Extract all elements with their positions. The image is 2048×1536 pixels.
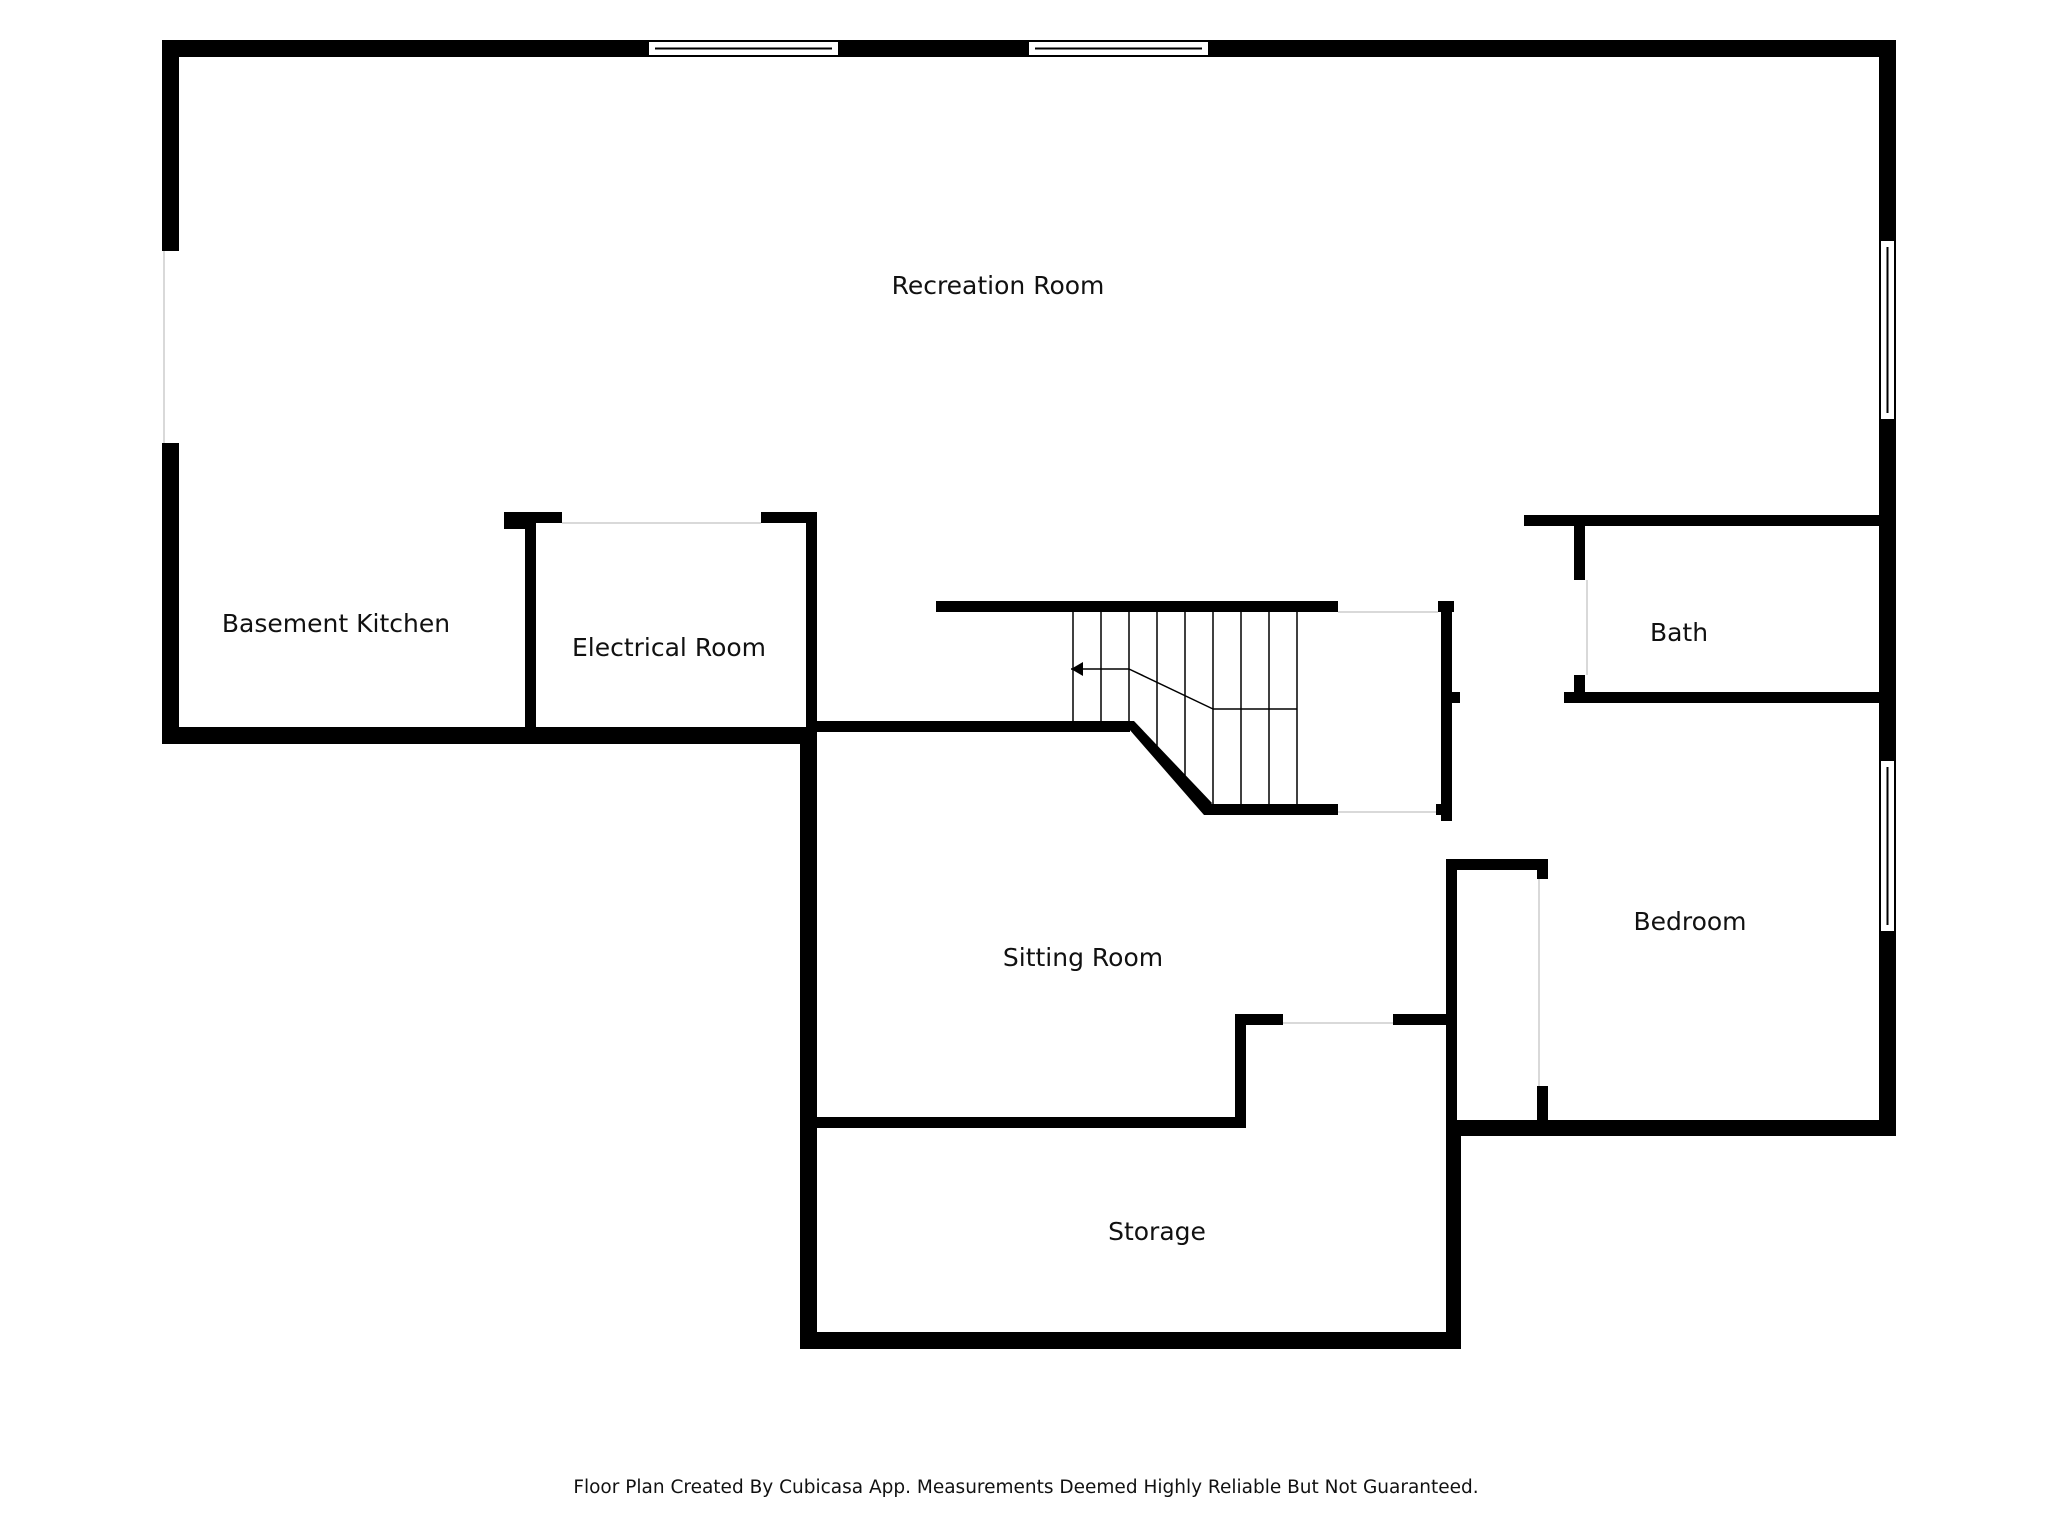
wall-stair-diagonal xyxy=(1122,721,1212,815)
wall-bath-bottom xyxy=(1564,692,1896,703)
wall-stair-top xyxy=(936,601,1338,612)
stair-treads xyxy=(1072,612,1298,806)
windows xyxy=(647,40,1896,933)
wall-right-3 xyxy=(1879,932,1896,1135)
room-label-kitchen: Basement Kitchen xyxy=(222,609,450,638)
wall-left-upper xyxy=(162,40,179,251)
room-label-electrical: Electrical Room xyxy=(572,633,766,662)
window-right-lower xyxy=(1879,759,1896,933)
wall-closet-east-lower xyxy=(1537,1086,1548,1128)
stairwell xyxy=(817,601,1460,821)
bath-walls xyxy=(1524,515,1896,703)
room-label-bedroom: Bedroom xyxy=(1633,907,1746,936)
room-label-bath: Bath xyxy=(1650,618,1708,647)
wall-stair-east-stub xyxy=(1441,692,1460,703)
wall-stair-bottom xyxy=(1204,804,1338,815)
room-label-recreation: Recreation Room xyxy=(892,271,1105,300)
closet-walls xyxy=(1446,859,1548,1129)
wall-right-1 xyxy=(1879,40,1896,240)
wall-bath-top xyxy=(1524,515,1896,526)
wall-bath-west-lower xyxy=(1574,675,1585,700)
wall-electrical-top-right xyxy=(761,512,817,523)
room-label-sitting: Sitting Room xyxy=(1003,943,1163,972)
room-labels: Recreation Room Basement Kitchen Electri… xyxy=(222,271,1747,1246)
wall-stair-south-west xyxy=(817,721,1130,732)
wall-storage-door-right xyxy=(1393,1014,1453,1025)
storage-walls xyxy=(806,1014,1453,1128)
exterior-walls xyxy=(162,40,1896,1349)
wall-left-lower xyxy=(162,443,179,743)
window-top-left xyxy=(647,40,840,57)
wall-right-2 xyxy=(1879,420,1896,760)
wall-stair-east xyxy=(1441,601,1452,821)
arrow-left-icon xyxy=(1071,662,1129,676)
wall-storage-door-left xyxy=(1235,1014,1283,1025)
interior-walls-west xyxy=(504,512,817,732)
wall-storage-bottom xyxy=(800,1332,1461,1349)
wall-storage-step xyxy=(1235,1014,1246,1128)
window-right-upper xyxy=(1879,239,1896,421)
wall-kitchen-bottom xyxy=(162,727,817,744)
wall-closet-east-upper xyxy=(1537,859,1548,879)
wall-west-wing xyxy=(800,727,817,1348)
window-top-right xyxy=(1027,40,1210,57)
wall-electrical-east xyxy=(806,512,817,732)
wall-bath-west-upper xyxy=(1574,515,1585,580)
wall-bedroom-bottom xyxy=(1446,1120,1896,1136)
footer-disclaimer: Floor Plan Created By Cubicasa App. Meas… xyxy=(573,1477,1478,1498)
wall-storage-east xyxy=(1446,1128,1461,1349)
wall-closet-west xyxy=(1446,859,1457,1129)
wall-electrical-top-left xyxy=(525,512,562,523)
wall-stair-bottom-end xyxy=(1436,804,1452,815)
wall-kitchen-electrical xyxy=(525,512,536,732)
wall-storage-top xyxy=(806,1117,1246,1128)
room-label-storage: Storage xyxy=(1108,1217,1206,1246)
wall-closet-top xyxy=(1446,859,1548,870)
